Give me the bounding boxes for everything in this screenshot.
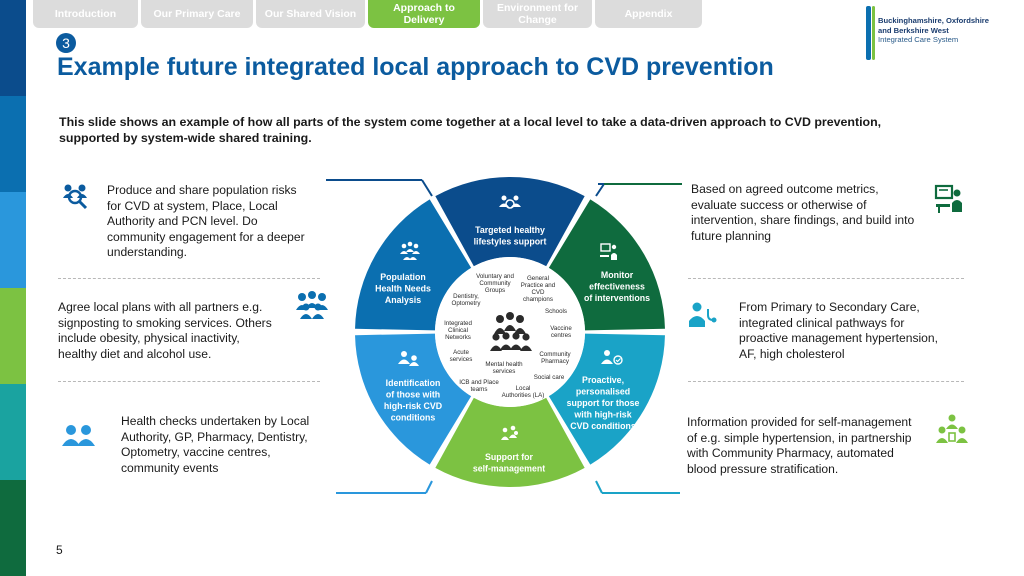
connector-lines [326, 179, 682, 494]
central-people-icon [490, 312, 532, 351]
tab-our-primary-care[interactable]: Our Primary Care [141, 0, 253, 28]
wheel-segment-proactive-support [548, 333, 665, 465]
wheel-segment-population-health-analysis [355, 199, 472, 331]
wheel-segment-monitor-effectiveness [548, 199, 665, 331]
left-color-stripe [0, 0, 26, 576]
logo-line-3: Integrated Care System [878, 35, 959, 44]
wheel-segment-self-management [435, 397, 585, 487]
targeted-lifestyle-icon [499, 195, 521, 209]
page-number: 5 [56, 543, 63, 557]
logo-line-2: and Berkshire West [878, 25, 949, 35]
tab-our-shared-vision[interactable]: Our Shared Vision [256, 0, 365, 28]
tab-approach-to-delivery[interactable]: Approach to Delivery [368, 0, 480, 28]
self-care-group-icon [936, 414, 968, 443]
monitor-icon [600, 243, 617, 260]
divider-left-top [58, 278, 320, 279]
page-title: Example future integrated local approach… [57, 53, 774, 81]
group-meeting-icon [296, 291, 328, 319]
identification-icon [398, 351, 419, 366]
doctor-patient-icon [689, 302, 717, 327]
partner-label: Social care [534, 374, 565, 381]
right-block-top: Based on agreed outcome metrics, evaluat… [691, 182, 915, 243]
tab-environment-for-change[interactable]: Environment for Change [483, 0, 592, 28]
wheel-segment-identification [355, 333, 472, 465]
segment-icons [398, 195, 623, 440]
page-subtitle: This slide shows an example of how all p… [59, 115, 882, 145]
wheel-center [435, 257, 585, 407]
ics-logo: Buckinghamshire, Oxfordshire and Berkshi… [866, 4, 996, 62]
tab-appendix[interactable]: Appendix [595, 0, 702, 28]
population-search-icon [63, 184, 88, 210]
logo-line-1: Buckinghamshire, Oxfordshire [878, 16, 989, 25]
wheel-segment-targeted-lifestyles [435, 176, 585, 267]
proactive-support-icon [601, 350, 623, 365]
people-icon [62, 425, 95, 446]
self-management-icon [501, 425, 518, 440]
divider-right-bottom [688, 381, 964, 382]
right-block-bottom: Information provided for self-management… [687, 415, 912, 476]
slide-number-badge: 3 [56, 33, 76, 53]
right-block-middle: From Primary to Secondary Care, integrat… [739, 300, 938, 361]
tab-introduction[interactable]: Introduction [33, 0, 138, 28]
divider-right-top [688, 278, 964, 279]
wheel-segments [355, 176, 665, 487]
left-block-bottom: Health checks undertaken by Local Author… [121, 414, 310, 475]
population-analysis-icon [400, 241, 420, 260]
divider-left-bottom [58, 381, 320, 382]
presenter-monitor-icon [934, 184, 962, 213]
partner-label: Dentistry,Optometry [452, 293, 482, 307]
left-block-middle: Agree local plans with all partners e.g.… [58, 300, 272, 361]
partner-label: Schools [545, 308, 567, 315]
left-block-top: Produce and share population risks for C… [107, 183, 305, 260]
